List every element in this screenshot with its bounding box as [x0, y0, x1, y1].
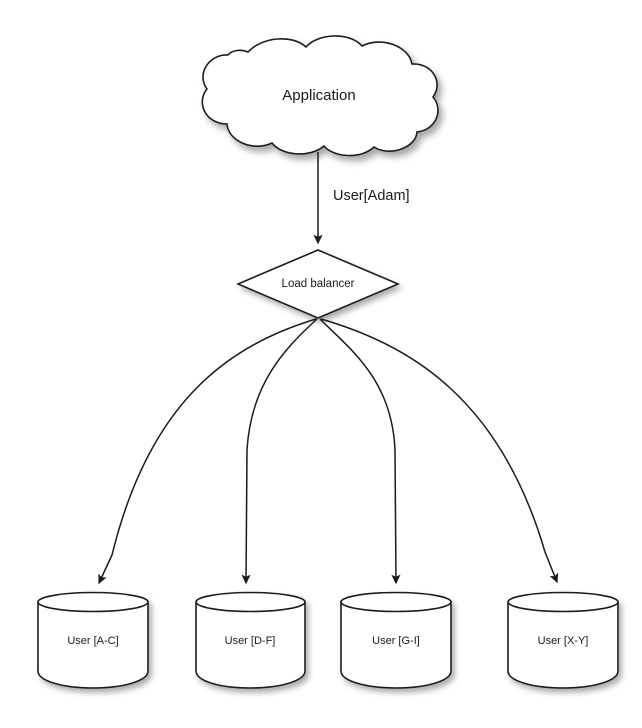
database-label: User [A-C] — [67, 635, 118, 647]
edge-curve — [319, 318, 401, 585]
edge-load-balancer-to-db-x-y — [320, 318, 559, 584]
cylinder-body — [37, 601, 149, 689]
cloud-shape — [201, 35, 439, 157]
cylinder-top — [340, 591, 452, 613]
cylinder-shadow-group — [37, 591, 149, 689]
cylinder-top — [195, 591, 306, 613]
edge-load-balancer-to-db-a-c — [98, 318, 317, 585]
node-application[interactable]: Application — [201, 35, 439, 157]
cylinder-top — [507, 591, 619, 613]
edge-application-to-load-balancer: User[Adam] — [313, 152, 410, 245]
edge-load-balancer-to-db-d-f — [241, 318, 318, 585]
edge-curve — [241, 318, 318, 585]
database-label: User [X-Y] — [538, 635, 589, 647]
edge-curve — [98, 318, 317, 585]
node-database-2[interactable]: User [G-I] — [340, 591, 452, 689]
application-label: Application — [282, 87, 355, 104]
cylinder-shadow-group — [195, 591, 306, 689]
node-database-0[interactable]: User [A-C] — [37, 591, 149, 689]
node-database-1[interactable]: User [D-F] — [195, 591, 306, 689]
diamond-shape — [235, 249, 401, 319]
edge-curve — [320, 318, 559, 584]
cylinder-shadow-group — [507, 591, 619, 689]
database-label: User [D-F] — [225, 635, 276, 647]
node-database-3[interactable]: User [X-Y] — [507, 591, 619, 689]
edge-load-balancer-to-db-g-i — [319, 318, 401, 585]
database-label: User [G-I] — [372, 635, 420, 647]
load-balancer-label: Load balancer — [282, 278, 355, 290]
node-load-balancer[interactable]: Load balancer — [235, 249, 401, 319]
cylinder-body — [340, 601, 452, 689]
cylinder-shadow-group — [340, 591, 452, 689]
edge-label-user-adam: User[Adam] — [333, 188, 410, 204]
cylinder-body — [195, 601, 306, 689]
cylinder-body — [507, 601, 619, 689]
cylinder-top — [37, 591, 149, 613]
